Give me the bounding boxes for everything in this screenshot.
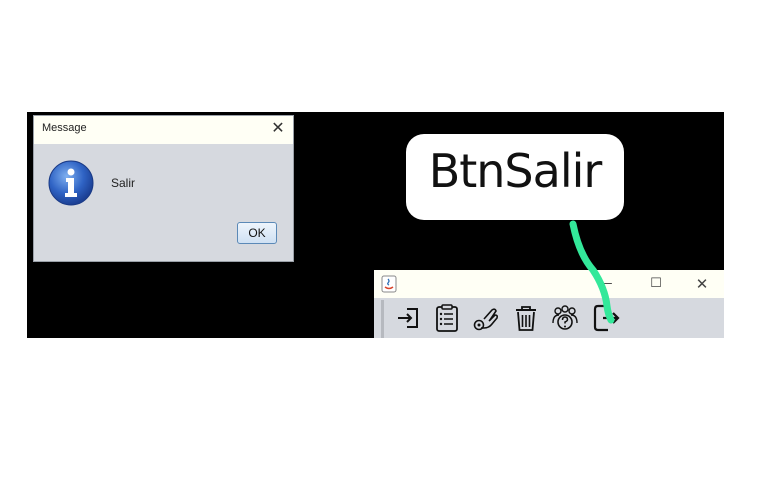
maximize-button[interactable]: ☐ — [650, 276, 662, 291]
login-icon — [398, 308, 418, 328]
dialog-message: Salir — [111, 176, 136, 190]
dialog-titlebar: Message ✕ — [34, 116, 293, 144]
dialog-title: Message — [42, 122, 87, 134]
window-titlebar: — ☐ ✕ — [374, 270, 724, 298]
settings-button[interactable] — [471, 303, 501, 333]
app-window: — ☐ ✕ — [374, 270, 724, 338]
info-icon — [47, 159, 95, 211]
dialog-close-button[interactable]: ✕ — [271, 118, 285, 137]
btn-salir[interactable] — [592, 303, 622, 333]
message-dialog: Message ✕ Salir OK — [33, 115, 294, 262]
clipboard-list-icon — [436, 304, 458, 332]
report-button[interactable] — [432, 303, 462, 333]
java-icon — [381, 275, 397, 297]
window-close-button[interactable]: ✕ — [695, 275, 709, 293]
login-button[interactable] — [394, 303, 424, 333]
ok-button[interactable]: OK — [237, 222, 277, 244]
help-button[interactable] — [550, 303, 580, 333]
group-help-icon — [552, 305, 578, 330]
callout-label: BtnSalir — [428, 144, 603, 198]
toolbar-grip — [381, 300, 384, 338]
trash-icon — [516, 306, 536, 331]
minimize-button[interactable]: — — [599, 276, 613, 291]
hand-gear-icon — [473, 308, 499, 331]
delete-button[interactable] — [511, 303, 541, 333]
callout-bubble: BtnSalir — [406, 134, 624, 220]
toolbar — [374, 298, 724, 338]
exit-icon — [593, 304, 620, 332]
